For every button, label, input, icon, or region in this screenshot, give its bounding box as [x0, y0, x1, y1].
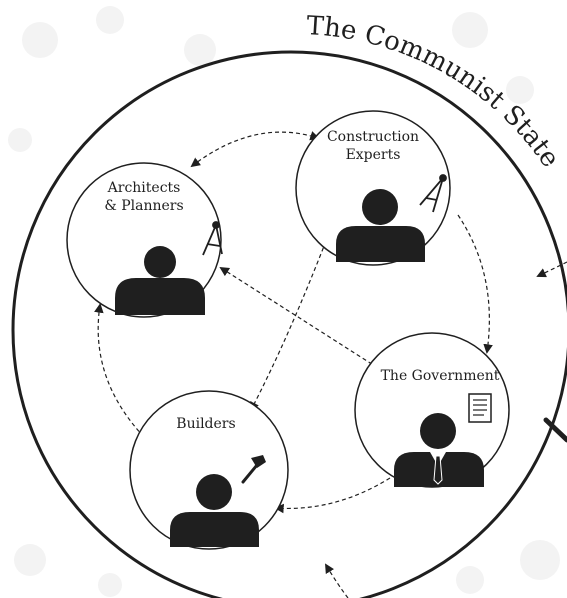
arrow-experts-government — [457, 214, 493, 354]
hammer-icon — [241, 455, 266, 484]
node-experts-label-1: Construction — [327, 129, 419, 145]
arrow-external-top — [536, 261, 567, 278]
magnifier-handle — [543, 417, 567, 443]
node-government-label: The Government — [381, 368, 500, 384]
node-architects-label-1: Architects — [107, 180, 181, 196]
arrow-government-builders — [274, 477, 391, 514]
document-icon — [468, 393, 492, 423]
person-icon — [170, 474, 259, 547]
state-boundary — [11, 50, 567, 598]
node-experts: Construction Experts — [295, 110, 451, 266]
node-government: The Government — [354, 332, 510, 488]
compass-icon — [419, 174, 447, 213]
arrow-architects-experts — [190, 131, 320, 168]
node-architects: Architects & Planners — [66, 162, 223, 318]
person-icon — [115, 246, 205, 315]
node-builders: Builders — [129, 390, 289, 550]
background-texture — [8, 6, 560, 597]
arrow-government-architects — [219, 266, 379, 369]
compass-icon — [202, 221, 223, 256]
arrow-experts-builders — [250, 227, 332, 412]
node-experts-label-2: Experts — [346, 147, 401, 163]
node-builders-label: Builders — [176, 416, 235, 432]
arrow-external-bottom — [325, 563, 349, 598]
node-builders-circle — [129, 390, 289, 550]
person-icon — [336, 189, 425, 262]
node-architects-label-2: & Planners — [104, 198, 183, 214]
tie-icon — [430, 452, 446, 485]
relationship-arrows — [94, 131, 567, 598]
